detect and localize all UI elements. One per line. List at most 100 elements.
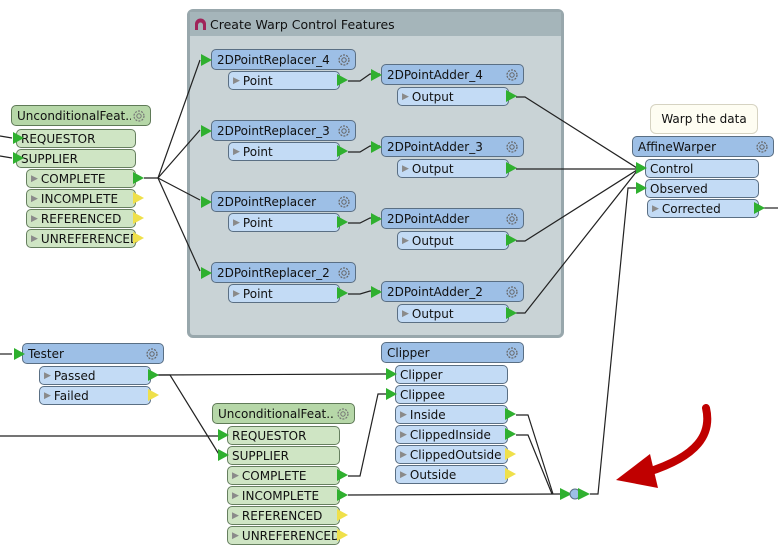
output-arrow-icon[interactable]: [133, 192, 144, 204]
output-port-complete[interactable]: ▶COMPLETE: [227, 466, 340, 485]
transformer-header[interactable]: 2DPointAdder_4: [381, 64, 524, 85]
transformer-header[interactable]: UnconditionalFeat...: [11, 105, 151, 126]
transformer-header[interactable]: 2DPointAdder: [381, 208, 524, 229]
output-arrow-icon[interactable]: [337, 145, 348, 157]
output-port-referenced[interactable]: ▶REFERENCED: [227, 506, 340, 525]
input-arrow-icon[interactable]: [13, 132, 24, 144]
output-arrow-icon[interactable]: [133, 212, 144, 224]
junction-node[interactable]: [560, 486, 594, 502]
output-port-corrected[interactable]: ▶Corrected: [647, 199, 759, 218]
output-arrow-icon[interactable]: [337, 509, 348, 521]
gear-icon[interactable]: [131, 108, 147, 124]
transformer-header[interactable]: Tester: [22, 343, 164, 364]
input-arrow-icon[interactable]: [218, 449, 229, 461]
input-port-requestor[interactable]: REQUESTOR: [227, 426, 340, 445]
output-port-referenced[interactable]: ▶REFERENCED: [26, 209, 136, 228]
input-port-clipper[interactable]: Clipper: [395, 365, 508, 384]
output-port-point[interactable]: ▶Point: [228, 71, 340, 90]
gear-icon[interactable]: [504, 67, 520, 83]
output-arrow-icon[interactable]: [133, 172, 144, 184]
output-arrow-icon[interactable]: [337, 529, 348, 541]
output-arrow-icon[interactable]: [506, 234, 517, 246]
bookmark-header[interactable]: Create Warp Control Features: [190, 12, 561, 36]
transformer-header[interactable]: AffineWarper: [632, 136, 774, 157]
output-arrow-icon[interactable]: [148, 389, 159, 401]
output-arrow-icon[interactable]: [337, 489, 348, 501]
output-port-complete[interactable]: ▶COMPLETE: [26, 169, 136, 188]
output-arrow-icon[interactable]: [148, 369, 159, 381]
input-arrow-icon[interactable]: [201, 267, 212, 279]
transformer-header[interactable]: 2DPointReplacer: [211, 191, 356, 212]
output-arrow-icon[interactable]: [337, 469, 348, 481]
input-port-control[interactable]: Control: [645, 159, 759, 178]
output-arrow-icon[interactable]: [337, 216, 348, 228]
transformer-header[interactable]: 2DPointReplacer_3: [211, 120, 356, 141]
output-port-output[interactable]: ▶Output: [397, 231, 509, 250]
input-port-clippee[interactable]: Clippee: [395, 385, 508, 404]
output-port-output[interactable]: ▶Output: [397, 304, 509, 323]
output-port-passed[interactable]: ▶Passed: [39, 366, 151, 385]
input-arrow-icon[interactable]: [636, 182, 647, 194]
output-port-incomplete[interactable]: ▶INCOMPLETE: [227, 486, 340, 505]
gear-icon[interactable]: [144, 346, 160, 362]
output-port-output[interactable]: ▶Output: [397, 87, 509, 106]
output-port-failed[interactable]: ▶Failed: [39, 386, 151, 405]
output-arrow-icon[interactable]: [754, 202, 765, 214]
gear-icon[interactable]: [504, 139, 520, 155]
transformer-header[interactable]: UnconditionalFeat...: [212, 403, 355, 424]
input-arrow-icon[interactable]: [371, 213, 382, 225]
gear-icon[interactable]: [336, 123, 352, 139]
output-port-unreferenced[interactable]: ▶UNREFERENCED: [227, 526, 340, 545]
input-port-observed[interactable]: Observed: [645, 179, 759, 198]
output-arrow-icon[interactable]: [505, 448, 516, 460]
input-arrow-icon[interactable]: [13, 152, 24, 164]
output-port-point[interactable]: ▶Point: [228, 213, 340, 232]
input-arrow-icon[interactable]: [14, 348, 25, 360]
input-arrow-icon[interactable]: [371, 141, 382, 153]
transformer-header[interactable]: Clipper: [381, 342, 524, 363]
output-port-clippedinside[interactable]: ▶ClippedInside: [395, 425, 508, 444]
input-arrow-icon[interactable]: [201, 125, 212, 137]
gear-icon[interactable]: [336, 52, 352, 68]
output-port-point[interactable]: ▶Point: [228, 142, 340, 161]
gear-icon[interactable]: [336, 194, 352, 210]
transformer-header[interactable]: 2DPointReplacer_2: [211, 262, 356, 283]
output-port-outside[interactable]: ▶Outside: [395, 465, 508, 484]
transformer-header[interactable]: 2DPointReplacer_4: [211, 49, 356, 70]
output-arrow-icon[interactable]: [505, 408, 516, 420]
output-arrow-icon[interactable]: [337, 287, 348, 299]
input-arrow-icon[interactable]: [201, 196, 212, 208]
output-arrow-icon[interactable]: [506, 162, 517, 174]
output-port-point[interactable]: ▶Point: [228, 284, 340, 303]
gear-icon[interactable]: [504, 211, 520, 227]
transformer-header[interactable]: 2DPointAdder_2: [381, 281, 524, 302]
input-port-supplier[interactable]: SUPPLIER: [16, 149, 136, 168]
input-arrow-icon[interactable]: [371, 69, 382, 81]
gear-icon[interactable]: [504, 284, 520, 300]
input-arrow-icon[interactable]: [386, 368, 397, 380]
gear-icon[interactable]: [504, 345, 520, 361]
input-arrow-icon[interactable]: [386, 388, 397, 400]
gear-icon[interactable]: [336, 265, 352, 281]
input-port-requestor[interactable]: REQUESTOR: [16, 129, 136, 148]
input-arrow-icon[interactable]: [218, 429, 229, 441]
output-arrow-icon[interactable]: [337, 74, 348, 86]
gear-icon[interactable]: [754, 139, 770, 155]
input-arrow-icon[interactable]: [201, 54, 212, 66]
transformer-header[interactable]: 2DPointAdder_3: [381, 136, 524, 157]
input-port-supplier[interactable]: SUPPLIER: [227, 446, 340, 465]
output-arrow-icon[interactable]: [505, 428, 516, 440]
annotation-note[interactable]: Warp the data: [650, 104, 758, 134]
output-arrow-icon[interactable]: [506, 307, 517, 319]
output-arrow-icon[interactable]: [133, 232, 144, 244]
output-port-inside[interactable]: ▶Inside: [395, 405, 508, 424]
output-arrow-icon[interactable]: [505, 468, 516, 480]
gear-icon[interactable]: [335, 406, 351, 422]
output-port-incomplete[interactable]: ▶INCOMPLETE: [26, 189, 136, 208]
output-arrow-icon[interactable]: [506, 90, 517, 102]
input-arrow-icon[interactable]: [371, 286, 382, 298]
input-arrow-icon[interactable]: [636, 162, 647, 174]
output-port-output[interactable]: ▶Output: [397, 159, 509, 178]
output-port-unreferenced[interactable]: ▶UNREFERENCED: [26, 229, 139, 248]
output-port-clippedoutside[interactable]: ▶ClippedOutside: [395, 445, 508, 464]
